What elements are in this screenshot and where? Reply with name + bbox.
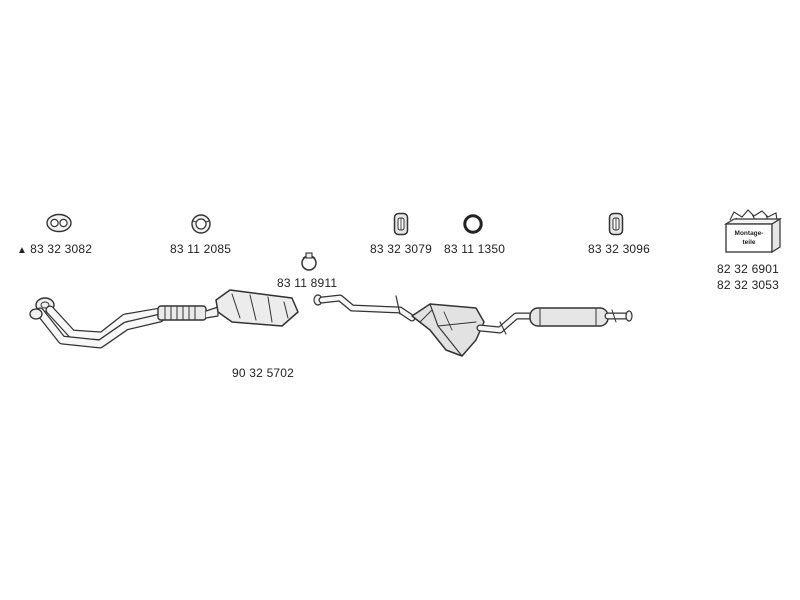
part-number-clamp: 83 11 8911 [277, 276, 338, 290]
part-number-gasket-ring: 83 11 2085 [170, 242, 232, 256]
flex-pipe [157, 305, 219, 321]
part-number-catalytic-converter: 90 32 5702 [232, 366, 295, 380]
ring-gasket-icon [191, 214, 211, 234]
new-part-marker: ▲ [17, 245, 28, 256]
rear-silencer [529, 307, 633, 327]
box-text-line1: Montage- [735, 230, 764, 237]
center-silencer [411, 303, 485, 357]
part-number-mounting-kit-1: 82 32 6901 [717, 262, 780, 276]
part-number-hanger-b: 83 32 3096 [588, 242, 651, 256]
rear-pipe [476, 312, 534, 335]
rubber-hanger-icon [608, 212, 624, 236]
double-ring-gasket-icon [46, 213, 72, 233]
box-text-line2: teile [742, 239, 755, 246]
part-number-hanger-a: 83 32 3079 [370, 242, 433, 256]
middle-pipe [313, 294, 416, 322]
part-number-mounting-kit-2: 82 32 3053 [717, 278, 780, 292]
parts-box-icon: Montage- teile [723, 209, 783, 254]
pipe-clamp-icon [301, 252, 317, 271]
front-pipe [29, 297, 165, 349]
catalytic-converter [215, 289, 299, 327]
o-ring-icon [463, 214, 483, 234]
rubber-hanger-icon [393, 212, 409, 236]
part-number-gasket-pair: ▲83 32 3082 [17, 242, 93, 256]
part-number-o-ring: 83 11 1350 [444, 242, 506, 256]
